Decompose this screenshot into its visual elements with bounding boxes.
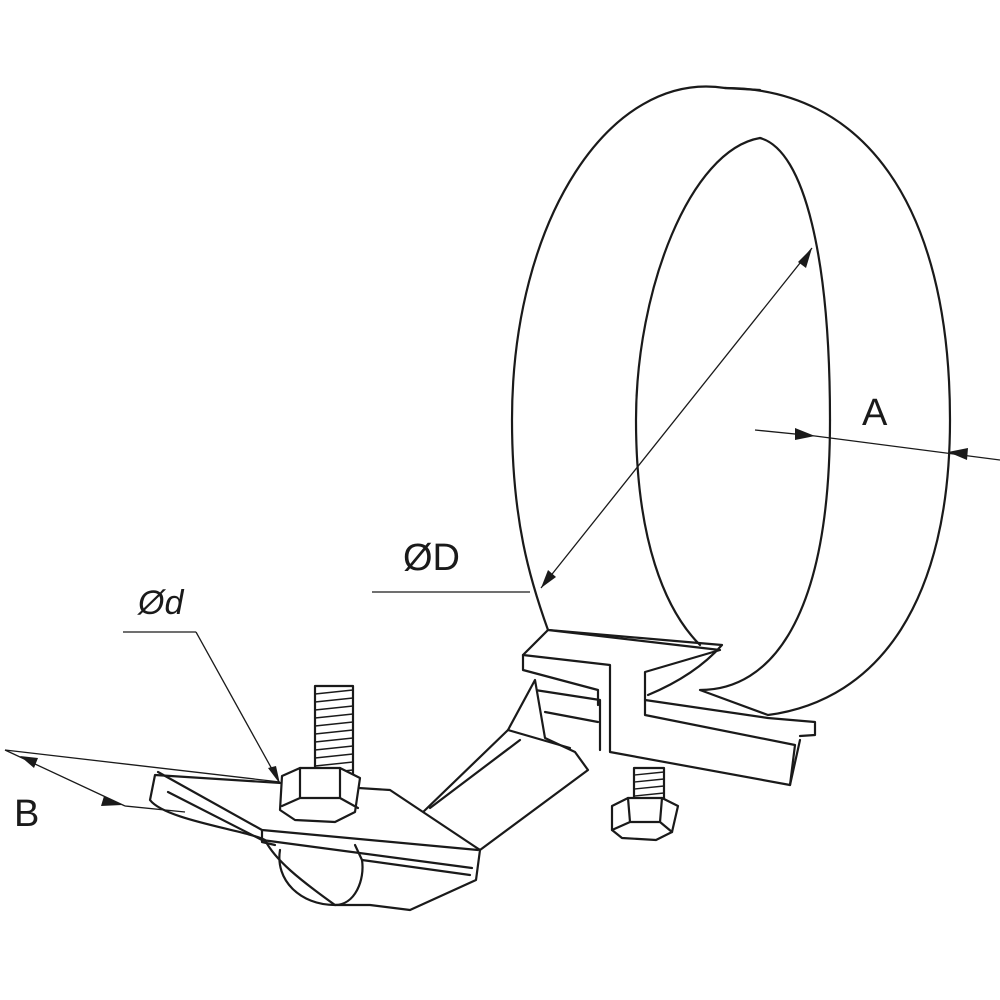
label-base-width: B <box>14 793 39 835</box>
dimension-band-width <box>754 428 1000 461</box>
clamp-band <box>510 85 952 717</box>
band-clamp-block <box>521 628 817 787</box>
label-rod-diameter: Ød <box>137 584 184 622</box>
label-outer-diameter: ØD <box>403 537 460 579</box>
label-band-width: A <box>862 392 888 434</box>
threaded-stud <box>278 684 362 824</box>
base-saddle <box>148 770 482 912</box>
connecting-arm <box>418 678 590 852</box>
lower-bolt <box>610 766 680 842</box>
dimension-rod-diameter <box>123 631 280 784</box>
dimension-outer-diameter <box>372 247 813 593</box>
dimension-base-width <box>4 749 281 813</box>
